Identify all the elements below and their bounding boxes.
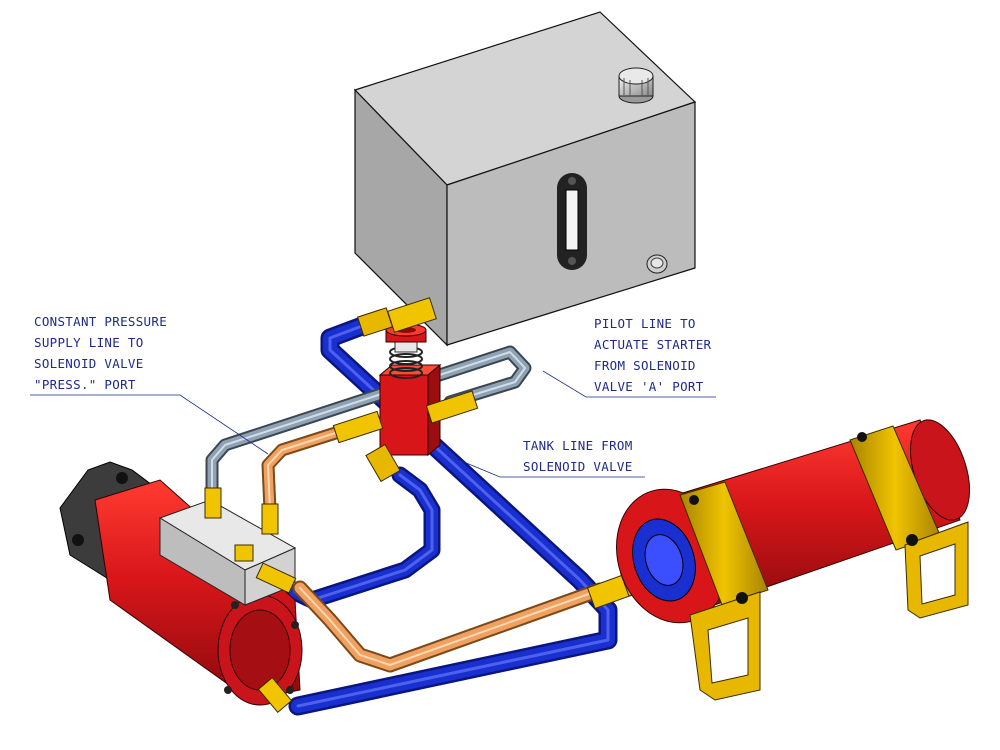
sight-glass-icon [557, 173, 587, 270]
pressure-supply-line [205, 345, 532, 499]
drain-plug-icon [646, 254, 668, 274]
reservoir-tank [353, 11, 697, 347]
pilot-line-upper [261, 423, 352, 517]
callout-line-2: SUPPLY LINE TO [34, 335, 144, 350]
solenoid-valve [378, 323, 442, 457]
tank-line-from-valve [286, 466, 441, 609]
callout-constant-pressure: CONSTANT PRESSURE SUPPLY LINE TO SOLENOI… [30, 314, 269, 455]
leader-line [30, 394, 269, 455]
valve-side-fittings [332, 390, 479, 444]
filler-cap-icon [618, 67, 654, 104]
callout-line-2: ACTUATE STARTER [594, 337, 712, 352]
callout-pilot-line: PILOT LINE TO ACTUATE STARTER FROM SOLEN… [542, 316, 716, 398]
tank-line-loop [288, 316, 618, 716]
leader-line [542, 370, 716, 398]
callout-line-3: SOLENOID VALVE [34, 356, 144, 371]
mounting-brackets [689, 521, 969, 701]
callout-tank-line: TANK LINE FROM SOLENOID VALVE [446, 438, 645, 478]
tank-outlet-fitting [357, 297, 437, 337]
accumulator-cylinder [616, 419, 970, 701]
leader-line [446, 454, 645, 478]
callout-line-1: PILOT LINE TO [594, 316, 696, 331]
mounting-band-front [679, 481, 769, 606]
valve-block [158, 499, 297, 606]
valve-spring-icon [389, 346, 423, 379]
band-bolts [689, 432, 918, 604]
callout-line-3: FROM SOLENOID [594, 358, 696, 373]
pilot-line-lower [292, 580, 608, 673]
callout-line-1: CONSTANT PRESSURE [34, 314, 167, 329]
callout-line-4: "PRESS." PORT [34, 377, 136, 392]
starter-motor [59, 461, 303, 713]
callout-line-2: SOLENOID VALVE [523, 459, 633, 474]
valve-tank-port-fitting [365, 443, 401, 483]
callout-line-1: TANK LINE FROM [523, 438, 633, 453]
valve-body [379, 374, 429, 456]
callout-line-4: VALVE 'A' PORT [594, 379, 704, 394]
